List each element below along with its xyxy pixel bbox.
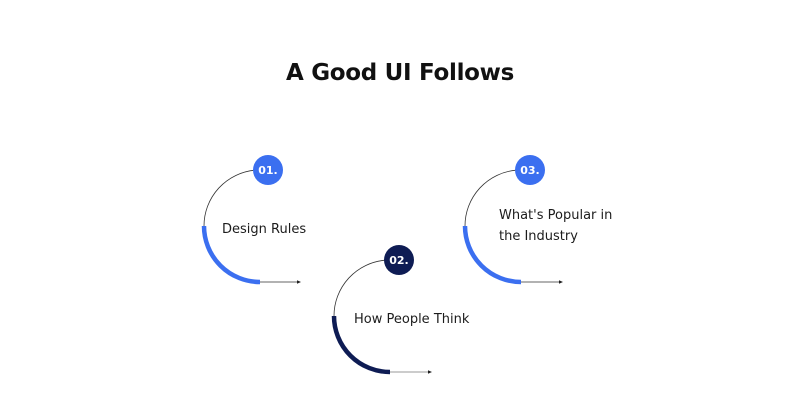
step-2-thick-arc: [331, 315, 391, 375]
step-3: 03.: [462, 155, 563, 285]
step-3-badge: [515, 155, 545, 185]
step-2: 02.: [331, 245, 432, 375]
step-3-label: What's Popular in the Industry: [499, 205, 612, 247]
step-3-arrow-icon: [559, 280, 563, 284]
step-1-number: 01.: [258, 164, 278, 177]
step-3-label-line-2: the Industry: [499, 229, 578, 244]
step-1-thick-arc: [201, 225, 261, 285]
step-1-label: Design Rules: [222, 222, 307, 237]
step-3-thin-arc: [464, 169, 517, 227]
step-1-thin-arc: [203, 169, 256, 227]
step-1: 01.: [201, 155, 301, 285]
step-1-badge: [253, 155, 283, 185]
step-2-number: 02.: [389, 254, 409, 267]
step-3-thick-arc: [462, 225, 522, 285]
step-3-label-line-1: What's Popular in: [499, 208, 613, 223]
step-1-arrow-icon: [297, 280, 301, 284]
step-2-arrow-icon: [428, 370, 432, 374]
diagram-title: A Good UI Follows: [286, 60, 514, 86]
step-3-number: 03.: [520, 164, 540, 177]
step-2-badge: [384, 245, 414, 275]
step-2-label: How People Think: [354, 312, 470, 327]
step-2-thin-arc: [333, 259, 386, 317]
